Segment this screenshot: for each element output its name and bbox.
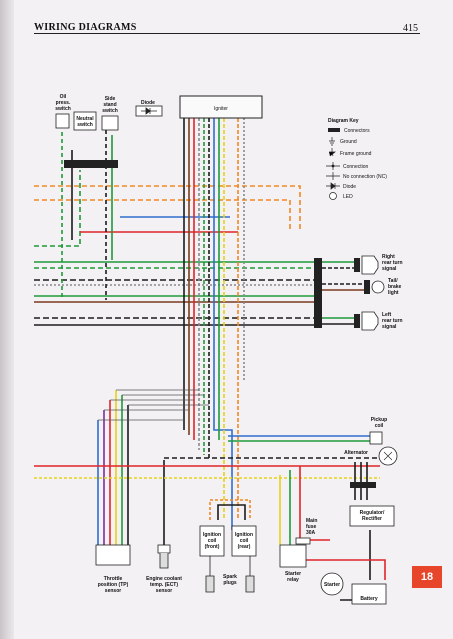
svg-text:sensor: sensor [156,588,172,594]
diagram-key: Diagram Key Connectors Ground Frame grou… [326,118,387,200]
svg-text:Ignition: Ignition [235,532,253,538]
alternator: Alternator [344,446,398,466]
side-stand-switch-label-3: switch [102,108,118,114]
oil-press-switch-label-2: press. [56,100,71,106]
neutral-switch-box [73,111,97,131]
diagram-key-title: Diagram Key [328,118,359,124]
ignition-coil-rear: Ignition coil (rear) [231,525,257,557]
harness-connector-left [64,160,118,168]
section-tab: 18 [412,566,442,588]
wire-coil-orange [209,499,251,520]
key-frame-ground-icon [329,148,336,157]
svg-text:Left: Left [382,312,392,318]
side-stand-switch [101,115,119,131]
wire-starter [300,559,386,580]
key-item-connectors: Connectors [344,128,370,134]
svg-text:Starter: Starter [324,582,340,588]
svg-text:brake: brake [388,284,402,290]
svg-text:Throttle: Throttle [104,576,123,582]
igniter-box [179,95,263,119]
wire-coil-black [217,504,246,520]
svg-text:(front): (front) [205,544,220,550]
page-number: 415 [403,23,418,34]
svg-text:position (TP): position (TP) [98,582,129,588]
wire-harness [34,118,386,601]
key-item-led: LED [343,194,353,200]
svg-text:Rectifier: Rectifier [362,516,382,522]
harness-connector-right [314,258,322,328]
svg-text:temp. (ECT): temp. (ECT) [150,582,178,588]
diode-label: Diode [141,100,155,106]
engine-coolant-sensor: Engine coolant temp. (ECT) sensor [146,544,182,594]
book-spine-shadow [0,0,14,639]
svg-text:Engine coolant: Engine coolant [146,576,182,582]
left-rear-turn-signal: Left rear turn signal [354,311,403,331]
key-connector-icon [328,128,340,132]
spark-plugs: Spark plugs [205,556,255,593]
svg-text:Spark: Spark [223,574,237,580]
key-item-frame-ground: Frame ground [340,151,372,157]
key-ground-icon [329,137,335,146]
svg-text:sensor: sensor [105,588,121,594]
neutral-switch-label-1: Neutral [76,116,94,122]
oil-press-switch-label-3: switch [55,106,71,112]
wire-orange-2 [34,199,291,230]
pickup-coil: Pickup coil [369,417,387,445]
key-item-ground: Ground [340,139,357,145]
svg-text:rear turn: rear turn [382,318,403,324]
starter-relay: Starter relay [279,544,307,583]
svg-text:signal: signal [382,324,397,330]
key-item-nc: No connection (NC) [343,174,387,180]
wire-ig-7 [213,118,233,530]
key-item-diode: Diode [343,184,356,190]
side-stand-switch-label-2: stand [103,102,116,108]
svg-text:coil: coil [240,538,249,544]
regulator-rectifier: Regulator/ Rectifier [349,505,395,527]
diode-symbol [141,107,157,115]
svg-text:plugs: plugs [223,580,237,586]
page-title: WIRING DIAGRAMS [34,22,137,33]
key-nc-icon [326,172,340,180]
svg-text:fuse: fuse [306,524,317,530]
svg-text:Starter: Starter [285,571,301,577]
battery: Battery [351,583,387,605]
throttle-position-sensor: Throttle position (TP) sensor [95,544,131,594]
side-stand-switch-label-1: Side [105,96,116,102]
neutral-switch-label-2: switch [77,122,93,128]
svg-text:Regulator/: Regulator/ [360,510,385,516]
svg-text:Right: Right [382,254,395,260]
alternator-connector [350,482,376,488]
wire-orange-top [34,185,301,230]
svg-text:Tail/: Tail/ [388,278,398,284]
wire-tp-bus [98,389,209,421]
svg-text:Alternator: Alternator [344,450,368,456]
svg-text:Main: Main [306,518,317,524]
svg-text:Pickup: Pickup [371,417,387,423]
svg-text:(rear): (rear) [238,544,251,550]
key-item-connection: Connection [343,164,369,170]
svg-text:signal: signal [382,266,397,272]
svg-text:coil: coil [208,538,217,544]
svg-text:rear turn: rear turn [382,260,403,266]
oil-press-switch [55,113,70,129]
svg-text:Battery: Battery [360,596,377,602]
oil-press-switch-label-1: Oil [60,94,67,100]
igniter-label: Igniter [214,106,228,112]
wire-green-left [34,170,81,247]
tail-brake-light: Tail/ brake light [364,278,402,296]
key-led-icon [329,192,337,200]
main-fuse: Main fuse 30A [295,518,317,545]
ignition-coil-front: Ignition coil (front) [199,525,225,557]
svg-text:light: light [388,290,399,296]
svg-text:Ignition: Ignition [203,532,221,538]
header-rule [34,33,420,34]
key-diode-icon [326,182,340,190]
right-rear-turn-signal: Right rear turn signal [354,254,403,275]
svg-text:relay: relay [287,577,299,583]
svg-text:coil: coil [375,423,384,429]
svg-text:30A: 30A [306,530,316,536]
starter-motor: Starter [320,572,344,596]
